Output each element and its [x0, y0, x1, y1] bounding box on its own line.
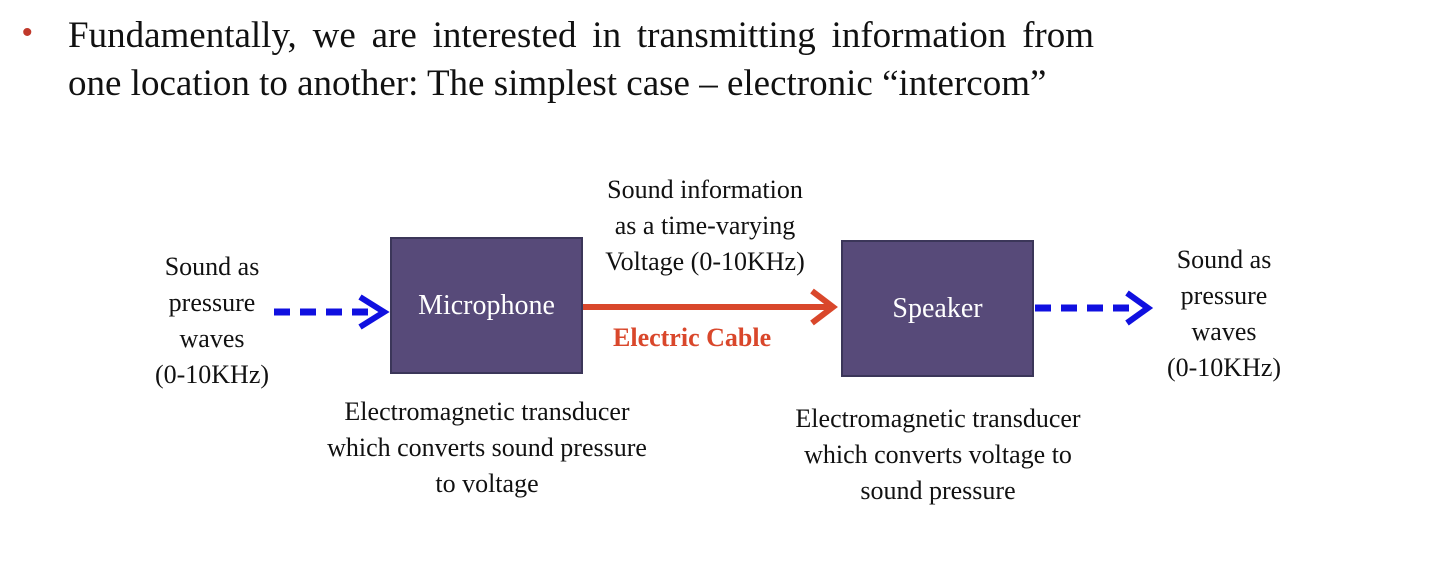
electric-cable-arrowhead — [810, 288, 838, 326]
signal-line-1: Sound information — [607, 175, 803, 204]
electric-cable-label: Electric Cable — [613, 323, 772, 352]
input-line-4: (0-10KHz) — [154, 360, 270, 389]
output-sound-label: Sound as pressure waves (0-10KHz) — [1144, 242, 1304, 386]
spk-desc-line-3: sound pressure — [860, 476, 1016, 505]
input-line-2: pressure — [168, 288, 256, 317]
input-line-3: waves — [179, 324, 245, 353]
output-line-3: waves — [1191, 317, 1257, 346]
input-sound-label: Sound as pressure waves (0-10KHz) — [132, 249, 292, 393]
spk-desc-line-1: Electromagnetic transducer — [795, 404, 1081, 433]
signal-line-2: as a time-varying — [614, 211, 796, 240]
output-sound-arrowhead — [1125, 290, 1154, 326]
mic-desc-line-3: to voltage — [435, 469, 539, 498]
input-sound-arrowhead — [358, 294, 390, 330]
mic-desc-line-2: which converts sound pressure — [327, 433, 647, 462]
microphone-description: Electromagnetic transducer which convert… — [287, 394, 687, 502]
output-line-1: Sound as — [1176, 245, 1272, 274]
speaker-block: Speaker — [841, 240, 1034, 377]
microphone-label: Microphone — [418, 289, 555, 321]
spk-desc-line-2: which converts voltage to — [804, 440, 1072, 469]
signal-label: Sound information as a time-varying Volt… — [575, 172, 835, 280]
bullet-marker: • — [22, 16, 33, 49]
microphone-block: Microphone — [390, 237, 583, 374]
output-line-2: pressure — [1180, 281, 1268, 310]
speaker-description: Electromagnetic transducer which convert… — [738, 401, 1138, 509]
mic-desc-line-1: Electromagnetic transducer — [344, 397, 630, 426]
output-line-4: (0-10KHz) — [1166, 353, 1282, 382]
bullet-text: Fundamentally, we are interested in tran… — [68, 15, 1094, 104]
signal-line-3: Voltage (0-10KHz) — [605, 247, 805, 276]
speaker-label: Speaker — [892, 292, 983, 324]
input-line-1: Sound as — [164, 252, 260, 281]
